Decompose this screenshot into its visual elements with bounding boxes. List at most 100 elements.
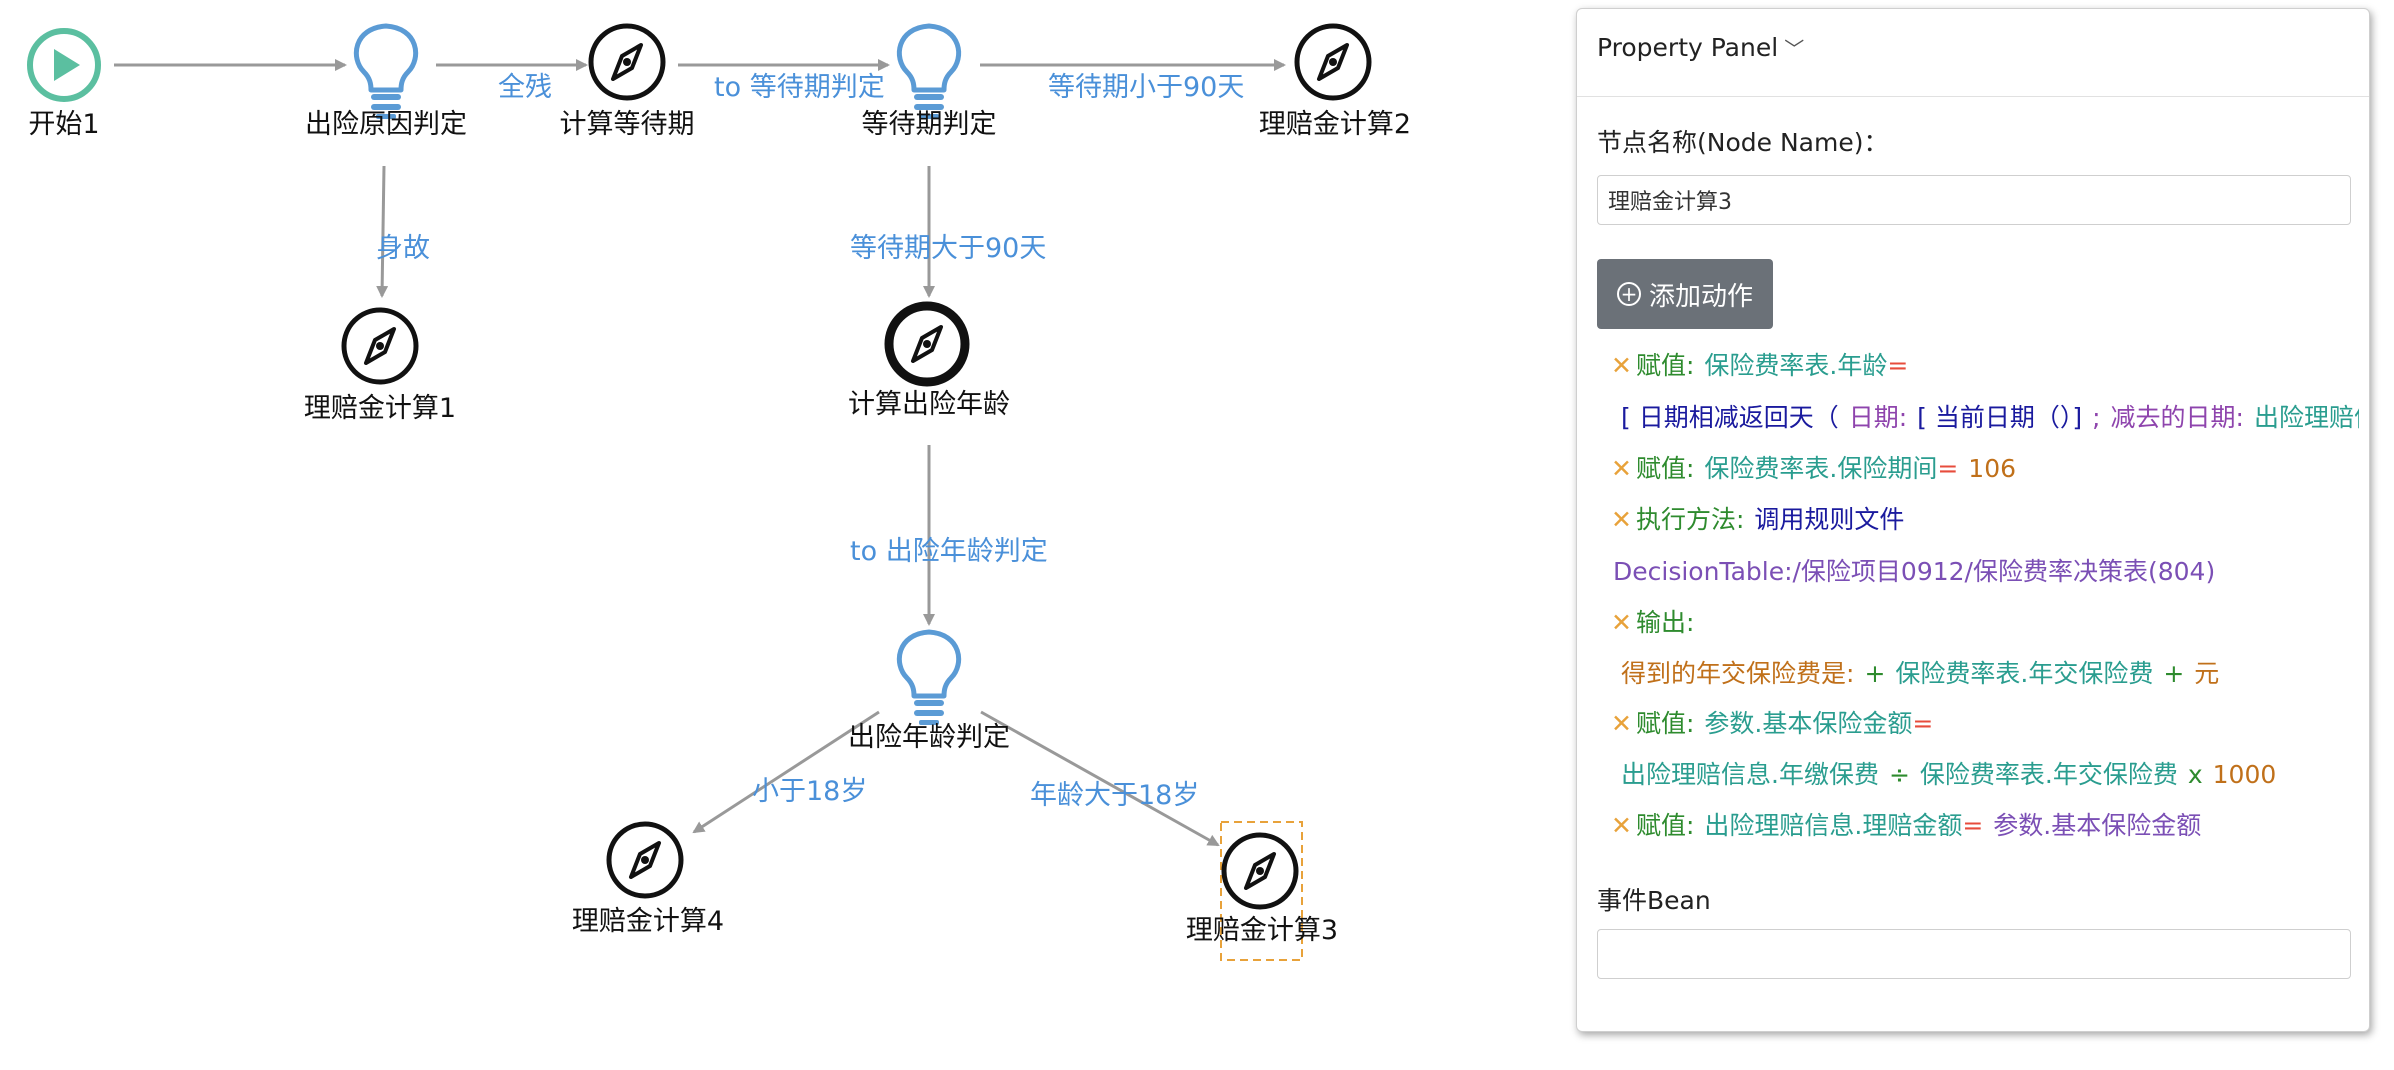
action-keyword: 赋值: [1635,811,1695,840]
event-bean-input[interactable] [1597,929,2351,979]
close-icon[interactable]: ✕ [1611,608,1632,637]
output-variable[interactable]: 保险费率表.年交保险费 [1895,659,2154,688]
event-bean-label: 事件Bean [1597,886,1711,915]
node-claim2[interactable]: 理赔金计算2 [1259,26,1411,140]
edge-label-wait-gt-90: 等待期大于90天 [850,233,1046,264]
compass-icon [1224,835,1296,907]
node-label-claim2: 理赔金计算2 [1259,109,1411,140]
action-row-6[interactable]: ✕赋值: 出险理赔信息.理赔金额= 参数.基本保险金额 [1611,809,2359,843]
action-row-3-value[interactable]: DecisionTable:/保险项目0912/保险费率决策表(804) [1613,555,2359,589]
node-label-age-judge: 出险年龄判定 [848,722,1010,753]
expression-variable[interactable]: 出险理赔信息.年缴保费 [1621,760,1879,789]
param-separator: ; [2092,403,2101,432]
property-panel: Property Panel﹀ 节点名称(Node Name)： + 添加动作 … [1576,8,2370,1032]
node-wait-judge[interactable]: 等待期判定 [862,26,997,140]
action-keyword: 执行方法: [1635,505,1745,534]
lightbulb-icon [899,632,958,725]
node-claim4[interactable]: 理赔金计算4 [572,824,724,937]
edge-label-to-wait-judge: to 等待期判定 [714,72,885,103]
compass-icon [609,824,681,896]
edge-label-lt-18: 小于18岁 [752,776,867,807]
compass-icon [591,26,663,98]
action-row-4[interactable]: ✕输出: [1611,606,2359,640]
node-label-calc-age: 计算出险年龄 [848,389,1010,420]
action-row-5[interactable]: ✕赋值: 参数.基本保险金额= [1611,707,2359,741]
panel-header[interactable]: Property Panel﹀ [1577,9,2369,97]
node-label-start: 开始1 [28,109,99,140]
action-keyword: 赋值: [1635,454,1695,483]
action-row-4-value[interactable]: 得到的年交保险费是: + 保险费率表.年交保险费 + 元 [1621,657,2359,691]
node-cause-judge[interactable]: 出险原因判定 [305,26,467,140]
action-variable[interactable]: 出险理赔信息.理赔金额 [1704,811,1963,840]
add-action-label: 添加动作 [1648,281,1753,312]
edges [114,59,1286,847]
node-label-wait-judge: 等待期判定 [862,109,997,140]
panel-title: Property Panel [1597,33,1779,62]
edge-label-age-gt-18: 年龄大于18岁 [1030,780,1199,811]
action-value[interactable]: 106 [1968,454,2017,483]
close-icon[interactable]: ✕ [1611,454,1632,483]
action-operator: = [1887,351,1909,380]
function-name[interactable]: [ 日期相减返回天（ [1621,403,1839,432]
rule-file-path[interactable]: DecisionTable:/保险项目0912/保险费率决策表(804) [1613,557,2216,586]
node-name-input[interactable] [1597,175,2351,225]
node-label-claim4: 理赔金计算4 [572,906,724,937]
action-method[interactable]: 调用规则文件 [1754,505,1905,534]
compass-icon [344,310,416,382]
selection-box [1220,821,1303,961]
action-keyword: 输出: [1635,608,1695,637]
node-name-label: 节点名称(Node Name)： [1597,128,1889,157]
output-string[interactable]: 得到的年交保险费是: [1621,659,1855,688]
node-calc-wait[interactable]: 计算等待期 [560,26,695,140]
node-claim1[interactable]: 理赔金计算1 [304,310,456,424]
edge-cause-to-claim1[interactable] [376,165,389,298]
compass-icon [891,308,963,380]
node-start[interactable]: 开始1 [27,28,101,140]
action-operator: = [1962,811,1984,840]
action-variable[interactable]: 参数.基本保险金额 [1704,709,1913,738]
close-icon[interactable]: ✕ [1611,709,1632,738]
action-keyword: 赋值: [1635,351,1695,380]
edge-age-judge-to-claim4[interactable] [692,710,880,834]
edge-labels: 全残 to 等待期判定 等待期小于90天 身故 等待期大于90天 to 出险年龄… [376,72,1244,811]
action-variable[interactable]: 保险费率表.保险期间 [1704,454,1938,483]
function-param-value[interactable]: 出险理赔信息.出险日期 [2253,403,2359,432]
action-variable[interactable]: 保险费率表.年龄 [1704,351,1888,380]
action-row-2[interactable]: ✕赋值:保险费率表.保险期间=106 [1611,452,2359,486]
node-claim3[interactable]: 理赔金计算3 [1186,821,1338,961]
function-param-label: 减去的日期: [2110,403,2244,432]
plus-circle-icon: + [1616,282,1641,306]
action-row-1-value[interactable]: [ 日期相减返回天（ 日期: [ 当前日期（）]; 减去的日期: 出险理赔信息.出险日期 [1621,401,2359,435]
action-value[interactable]: 参数.基本保险金额 [1993,811,2202,840]
edge-label-wait-lt-90: 等待期小于90天 [1048,72,1244,103]
close-icon[interactable]: ✕ [1611,351,1632,380]
concat-operator: + [2163,659,2185,688]
edge-age-judge-to-claim3[interactable] [980,710,1220,847]
output-string[interactable]: 元 [2194,659,2220,688]
node-label-calc-wait: 计算等待期 [560,109,695,140]
action-row-1[interactable]: ✕赋值: 保险费率表.年龄= [1611,349,2359,383]
chevron-down-icon[interactable]: ﹀ [1784,37,1805,61]
divide-operator: ÷ [1888,760,1910,789]
function-param-value[interactable]: [ 当前日期（）] [1917,403,2083,432]
close-icon[interactable]: ✕ [1611,811,1632,840]
lightbulb-icon [899,26,958,119]
compass-icon [1297,26,1369,98]
action-operator: = [1912,709,1934,738]
node-label-claim1: 理赔金计算1 [304,393,456,424]
concat-operator: + [1864,659,1886,688]
flow-canvas[interactable]: 全残 to 等待期判定 等待期小于90天 身故 等待期大于90天 to 出险年龄… [0,0,1560,1070]
add-action-button[interactable]: + 添加动作 [1597,259,1773,329]
lightbulb-icon [356,26,415,119]
action-row-3[interactable]: ✕执行方法: 调用规则文件 [1611,503,2359,537]
node-calc-age[interactable]: 计算出险年龄 [848,301,1010,420]
function-param-label: 日期: [1848,403,1908,432]
node-label-cause-judge: 出险原因判定 [305,109,467,140]
close-icon[interactable]: ✕ [1611,505,1632,534]
expression-number[interactable]: 1000 [2212,760,2277,789]
expression-variable[interactable]: 保险费率表.年交保险费 [1919,760,2178,789]
node-age-judge[interactable]: 出险年龄判定 [848,632,1010,753]
action-keyword: 赋值: [1635,709,1695,738]
edge-label-quan-can: 全残 [498,72,552,103]
